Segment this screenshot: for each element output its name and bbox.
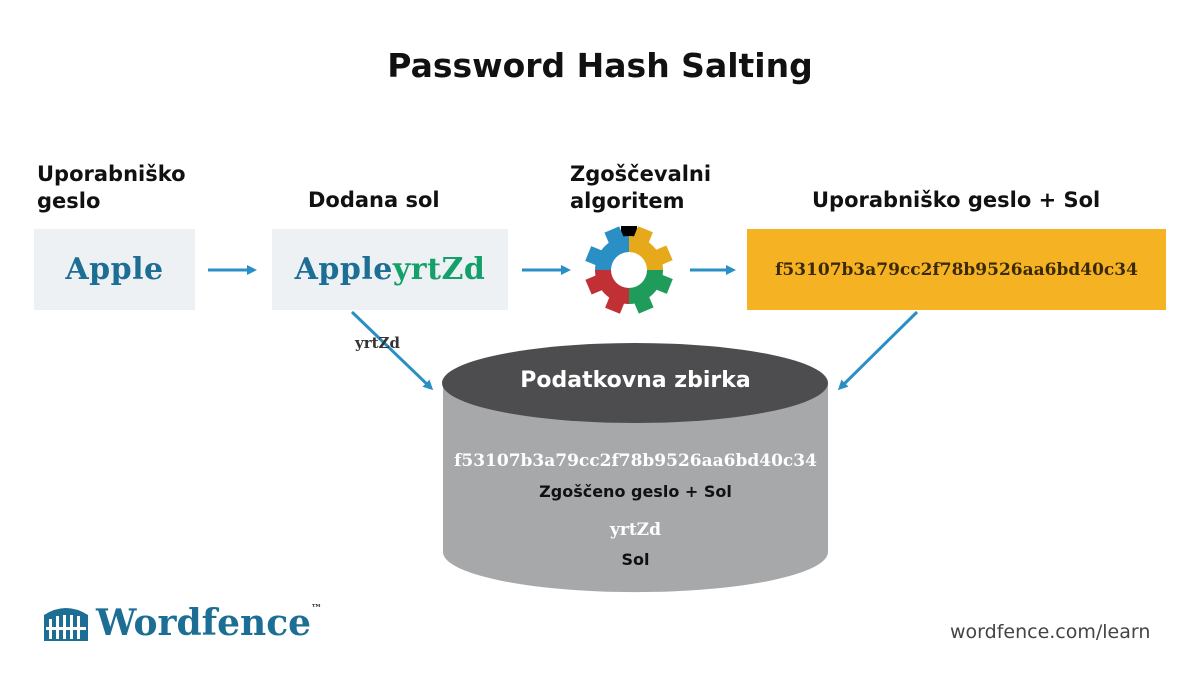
algorithm-label: Zgoščevalni algoritem	[570, 162, 712, 213]
salt-label: Dodana sol	[308, 188, 440, 212]
wordfence-brand: Wordfence™	[96, 602, 322, 644]
salted-password-salt: yrtZd	[392, 252, 486, 287]
brand-name: Wordfence	[96, 602, 312, 644]
brand-trademark: ™	[311, 602, 323, 615]
database-title: Podatkovna zbirka	[520, 368, 751, 393]
database-cylinder-icon	[442, 343, 828, 593]
database-hash-value: f53107b3a79cc2f78b9526aa6bd40c34	[454, 451, 817, 471]
database-hash-caption: Zgoščeno geslo + Sol	[539, 482, 732, 501]
password-label: Uporabniško geslo	[37, 162, 186, 213]
hash-algorithm-gear-icon	[585, 226, 673, 314]
hash-result-text: f53107b3a79cc2f78b9526aa6bd40c34	[775, 259, 1138, 280]
diagram-title: Password Hash Salting	[387, 46, 813, 85]
salted-password-base: Apple	[294, 252, 393, 287]
database-salt-value: yrtZd	[610, 520, 661, 540]
salted-password-box: AppleyrtZd	[272, 229, 508, 310]
arrow-hash-to-database	[837, 310, 919, 391]
password-box: Apple	[34, 229, 195, 310]
database-salt-caption: Sol	[621, 550, 650, 569]
password-text: Apple	[65, 252, 164, 287]
brand-url: wordfence.com/learn	[950, 621, 1151, 643]
arrow-salt-to-database	[350, 310, 434, 391]
hash-result-box: f53107b3a79cc2f78b9526aa6bd40c34	[747, 229, 1166, 310]
salt-arrow-label: yrtZd	[355, 334, 400, 352]
result-label: Uporabniško geslo + Sol	[812, 188, 1101, 212]
wordfence-logo-icon	[44, 608, 88, 641]
